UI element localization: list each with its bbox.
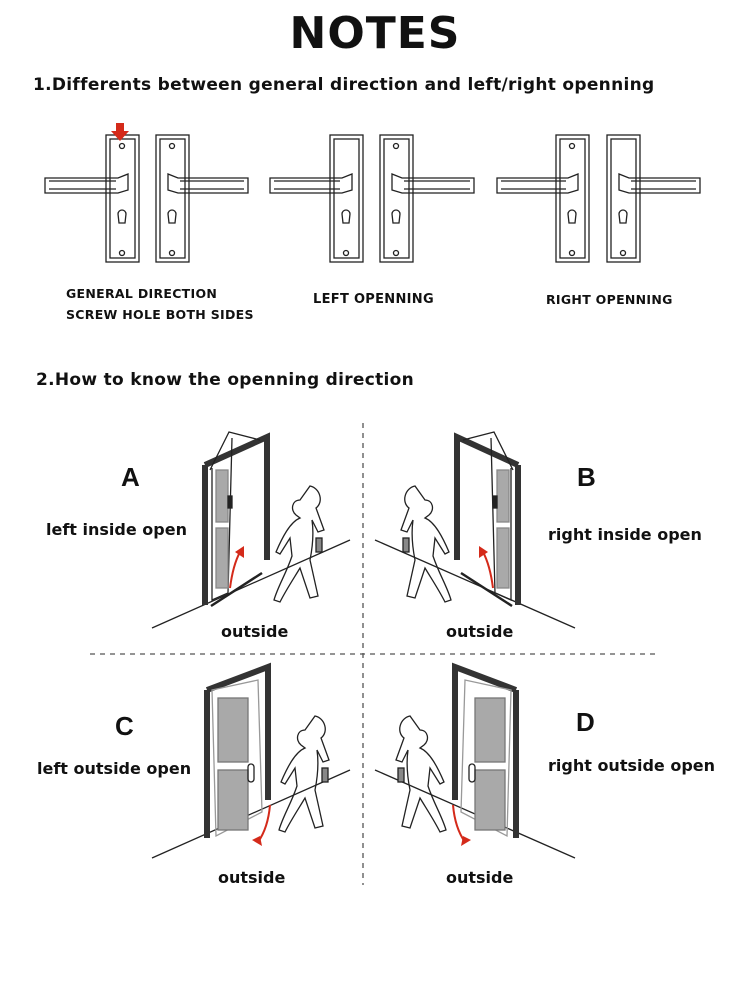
panel-c-letter: C bbox=[115, 711, 134, 741]
caption-general-line1: GENERAL DIRECTION bbox=[66, 286, 218, 301]
panel-c-scene bbox=[151, 662, 351, 859]
panel-c-label: left outside open bbox=[37, 759, 192, 778]
panel-a-outside: outside bbox=[221, 622, 289, 641]
panel-d-outside: outside bbox=[446, 868, 514, 887]
caption-right-openning: RIGHT OPENNING bbox=[546, 292, 673, 307]
caption-left-openning: LEFT OPENNING bbox=[313, 292, 434, 307]
panel-b-outside: outside bbox=[446, 622, 514, 641]
left-openning-handle-left-plate bbox=[269, 134, 364, 263]
general-handle-right-plate bbox=[155, 134, 249, 263]
panel-d-letter: D bbox=[576, 707, 595, 737]
panel-a-label: left inside open bbox=[46, 520, 187, 539]
panel-b-label: right inside open bbox=[548, 525, 702, 544]
section2-heading: 2.How to know the openning direction bbox=[36, 370, 415, 390]
arrow-down-icon bbox=[111, 123, 129, 141]
panel-d-scene bbox=[374, 662, 576, 859]
panel-a-scene bbox=[151, 431, 351, 629]
caption-general-line2: SCREW HOLE BOTH SIDES bbox=[66, 307, 254, 322]
page-title: NOTES bbox=[289, 8, 461, 59]
panel-a-letter: A bbox=[121, 462, 140, 492]
panel-b-scene bbox=[374, 431, 576, 629]
section1-heading: 1.Differents between general direction a… bbox=[33, 75, 655, 95]
right-openning-handle-left-plate bbox=[496, 134, 590, 263]
panel-b-letter: B bbox=[577, 462, 596, 492]
left-openning-handle-right-plate bbox=[379, 134, 475, 263]
panel-d-label: right outside open bbox=[548, 756, 716, 775]
panel-c-outside: outside bbox=[218, 868, 286, 887]
panel-a-swing-arrow-icon bbox=[229, 551, 241, 589]
right-openning-handle-right-plate bbox=[606, 134, 701, 263]
panel-b-swing-arrow-icon bbox=[482, 551, 494, 589]
